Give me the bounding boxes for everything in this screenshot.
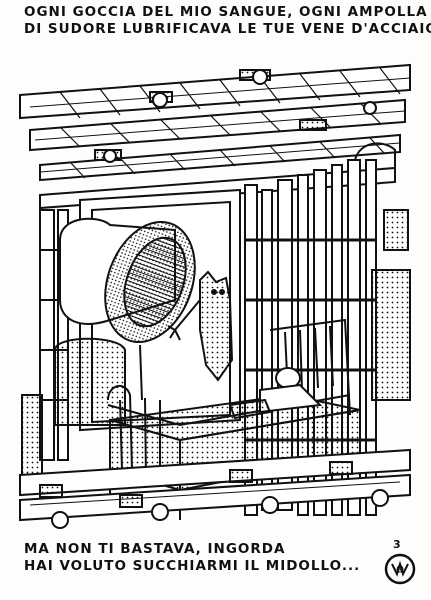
caption-bottom-line-2: HAI VOLUTO SUCCHIARMI IL MIDOLLO... (24, 558, 361, 574)
dome-hood (54, 217, 196, 426)
caption-top-line-2: DI SUDORE LUBRIFICAVA LE TUE VENE D'ACCI… (24, 21, 431, 37)
caption-top-line-1: OGNI GOCCIA DEL MIO SANGUE, OGNI AMPOLLA (24, 4, 428, 20)
patient-in-bed (228, 367, 323, 420)
caption-top: OGNI GOCCIA DEL MIO SANGUE, OGNI AMPOLLA… (24, 4, 431, 38)
figure-in-doorway (167, 270, 234, 382)
left-wall-pipes (21, 209, 69, 476)
caption-bottom-line-1: MA NON TI BASTAVA, INGORDA (24, 541, 286, 557)
page-number: 3 (393, 538, 401, 551)
caption-bottom: MA NON TI BASTAVA, INGORDA HAI VOLUTO SU… (24, 541, 360, 575)
floor-pipes (19, 448, 411, 529)
artist-signature-icon (384, 553, 416, 585)
